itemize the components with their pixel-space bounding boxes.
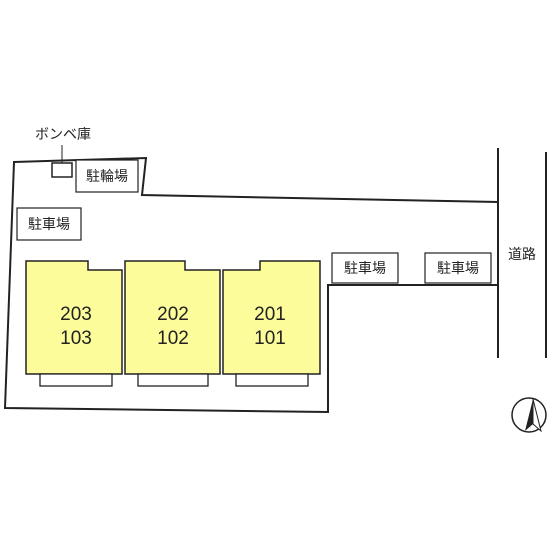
north-arrow-icon	[511, 397, 547, 433]
balcony-201	[235, 373, 309, 387]
parking-right-1-label: 駐車場	[344, 260, 386, 277]
unit-103-number: 103	[60, 328, 92, 349]
parking-right-2-label: 駐車場	[437, 260, 479, 277]
bicycle-parking-label: 駐輪場	[86, 168, 128, 185]
unit-block-201	[222, 260, 321, 375]
unit-202-number: 202	[157, 304, 189, 325]
balcony-202	[137, 373, 209, 387]
parking-right-2-box	[424, 252, 492, 284]
unit-102-number: 102	[157, 328, 189, 349]
balcony-203	[39, 373, 113, 387]
unit-101-number: 101	[254, 328, 286, 349]
parking-right-1-box	[331, 252, 399, 284]
parking-left-box	[16, 207, 82, 241]
bicycle-parking-box	[75, 159, 139, 193]
unit-block-202	[124, 260, 221, 375]
unit-201-number: 201	[254, 304, 286, 325]
gas-storage-label: ボンベ庫	[35, 126, 91, 143]
road-label: 道路	[508, 247, 536, 263]
unit-block-203	[25, 260, 123, 375]
gas-storage-box	[51, 162, 73, 178]
parking-left-label: 駐車場	[28, 216, 70, 233]
unit-203-number: 203	[60, 304, 92, 325]
